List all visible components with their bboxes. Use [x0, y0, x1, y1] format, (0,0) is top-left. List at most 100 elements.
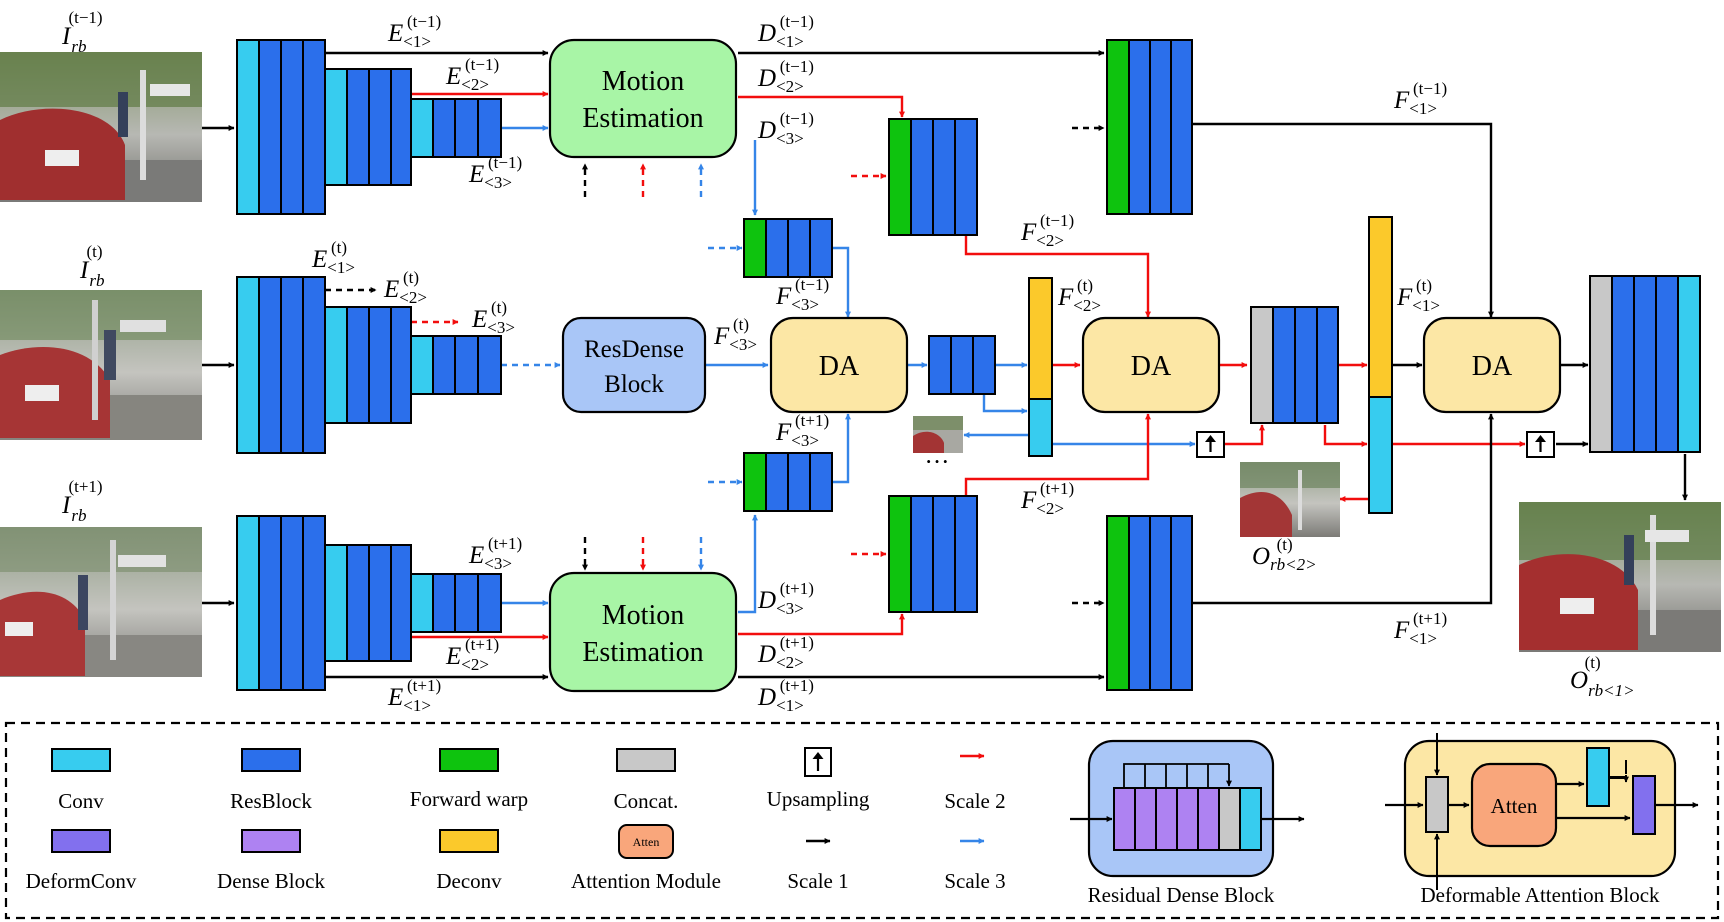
- resdense-line1: ResDense: [584, 336, 684, 363]
- label-D2-next: D<2>(t+1): [757, 633, 814, 672]
- encoder-next: [236, 515, 502, 691]
- da-block-scale2: DA: [1081, 316, 1221, 414]
- legend-conv: Conv: [51, 748, 111, 813]
- legend-deform-conv: DeformConv: [26, 829, 137, 893]
- warp-stack-scale2-next: [888, 495, 978, 613]
- connections: [202, 50, 1688, 680]
- legend-scale3: Scale 3: [944, 838, 1006, 893]
- upsample-icon: [1526, 431, 1555, 458]
- svg-text:Attention Module: Attention Module: [571, 869, 721, 893]
- label-E2-next: E<2>(t+1): [445, 635, 499, 674]
- label-D3-next: D<3>(t+1): [757, 579, 814, 618]
- label-E1-prev: E<1>(t−1): [387, 12, 441, 51]
- da-label-scale1: DA: [1472, 351, 1513, 382]
- label-E3-prev: E<3>(t−1): [468, 153, 522, 192]
- final-stack: [1589, 275, 1701, 453]
- label-F1-prev: F<1>(t−1): [1393, 79, 1447, 118]
- warp-stack-scale3-prev: [743, 218, 833, 278]
- deconv-conv-scale3: [1028, 277, 1053, 457]
- svg-text:DeformConv: DeformConv: [26, 869, 137, 893]
- legend-attention-module: Atten Attention Module: [571, 824, 721, 893]
- legend-upsampling: Upsampling: [767, 747, 870, 811]
- motion-bottom-line2: Estimation: [582, 637, 703, 668]
- svg-text:Concat.: Concat.: [614, 789, 679, 813]
- label-F1-cur: F<1>(t): [1396, 276, 1440, 315]
- legend-dense-block: Dense Block: [217, 829, 325, 893]
- legend-residual-dense-block: Residual Dense Block: [1070, 739, 1305, 907]
- encoder-prev: [236, 39, 502, 215]
- warp-stack-scale1-next: [1106, 515, 1193, 691]
- svg-text:Scale 3: Scale 3: [944, 869, 1005, 893]
- svg-text:Deformable Attention Block: Deformable Attention Block: [1420, 883, 1660, 907]
- svg-text:Atten: Atten: [1491, 794, 1538, 818]
- svg-text:Conv: Conv: [58, 789, 104, 813]
- motion-bottom-line1: Motion: [602, 600, 684, 631]
- warp-stack-scale3-next: [743, 452, 833, 512]
- input-frame-cur: [0, 290, 202, 440]
- deconv-conv-scale2: [1368, 216, 1393, 514]
- label-E3-cur: E<3>(t): [471, 298, 515, 337]
- svg-text:Deconv: Deconv: [436, 869, 502, 893]
- label-input-next: Irb(t+1): [61, 477, 103, 525]
- label-F3-cur: F<3>(t): [713, 315, 757, 354]
- concat-stack-after-da2: [1250, 306, 1339, 424]
- warp-stack-scale1-prev: [1106, 39, 1193, 215]
- label-D1-next: D<1>(t+1): [757, 676, 814, 715]
- svg-text:Residual Dense Block: Residual Dense Block: [1088, 883, 1275, 907]
- svg-text:Dense Block: Dense Block: [217, 869, 325, 893]
- legend-resblock: ResBlock: [230, 748, 312, 813]
- label-output-final: Orb<1>(t): [1570, 653, 1635, 700]
- label-F1-next: F<1>(t+1): [1393, 609, 1447, 648]
- svg-text:Scale 2: Scale 2: [944, 789, 1005, 813]
- resdense-block: ResDense Block: [561, 316, 707, 414]
- label-E1-next: E<1>(t+1): [387, 676, 441, 715]
- da-label-scale3: DA: [819, 351, 860, 382]
- motion-top-line2: Estimation: [582, 103, 703, 134]
- legend-concat: Concat.: [614, 748, 679, 813]
- resdense-line2: Block: [604, 371, 664, 398]
- legend-scale2: Scale 2: [944, 753, 1006, 813]
- svg-text:ResBlock: ResBlock: [230, 789, 312, 813]
- math-labels: Irb(t−1) Irb(t) Irb(t+1) E<1>(t−1) E<2>(…: [61, 8, 1635, 715]
- label-F3-next: F<3>(t+1): [775, 411, 829, 450]
- upsample-icon: [1196, 431, 1225, 458]
- label-F2-cur: F<2>(t): [1057, 276, 1101, 315]
- da-block-scale3: DA: [769, 316, 909, 414]
- label-D2-prev: D<2>(t−1): [757, 57, 814, 96]
- motion-estimation-bottom: Motion Estimation: [548, 571, 738, 693]
- da-label-scale2: DA: [1131, 351, 1172, 382]
- svg-text:Forward warp: Forward warp: [410, 787, 528, 811]
- motion-top-line1: Motion: [602, 66, 684, 97]
- label-E1-cur: E<1>(t): [311, 238, 355, 277]
- label-D3-prev: D<3>(t−1): [757, 109, 814, 148]
- output-image-final: [1519, 502, 1721, 652]
- encoder-cur: [236, 276, 502, 454]
- label-input-prev: Irb(t−1): [61, 8, 103, 56]
- label-E2-cur: E<2>(t): [383, 268, 427, 307]
- input-frame-next: [0, 527, 202, 677]
- output-image-scale3: [913, 416, 963, 453]
- legend-deformable-attention-block: Atten Deformable Attention Block: [1385, 733, 1699, 907]
- label-input-cur: Irb(t): [79, 242, 104, 290]
- label-output-scale2: Orb<2>(t): [1252, 535, 1317, 574]
- label-E2-prev: E<2>(t−1): [445, 55, 499, 94]
- ellipsis-text: ···: [925, 449, 950, 476]
- svg-text:Upsampling: Upsampling: [767, 787, 870, 811]
- legend-scale1: Scale 1: [787, 838, 849, 893]
- warp-stack-scale2-prev: [888, 118, 978, 236]
- label-F3-prev: F<3>(t−1): [775, 275, 829, 314]
- legend: Conv ResBlock Forward warp Concat. Upsam…: [4, 721, 1720, 920]
- motion-estimation-top: Motion Estimation: [548, 38, 738, 159]
- input-frame-prev: [0, 52, 202, 202]
- resblock-stack-after-da3: [928, 335, 996, 395]
- output-image-scale2: [1240, 462, 1340, 537]
- legend-forward-warp: Forward warp: [410, 748, 528, 811]
- label-F2-next: F<2>(t+1): [1020, 479, 1074, 518]
- label-F2-prev: F<2>(t−1): [1020, 211, 1074, 250]
- label-E3-next: E<3>(t+1): [468, 534, 522, 573]
- svg-text:Atten: Atten: [633, 835, 660, 849]
- label-D1-prev: D<1>(t−1): [757, 12, 814, 51]
- svg-text:Scale 1: Scale 1: [787, 869, 848, 893]
- da-block-scale1: DA: [1422, 316, 1562, 414]
